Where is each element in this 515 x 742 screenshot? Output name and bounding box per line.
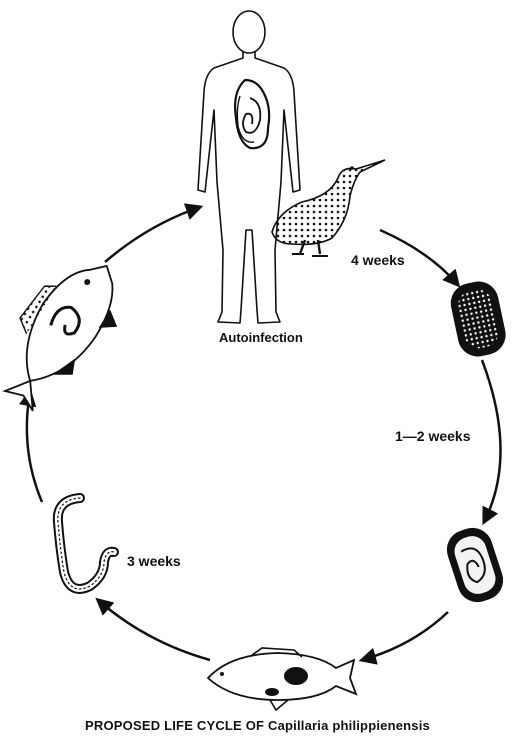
three-weeks-label: 3 weeks [127,553,181,569]
four-weeks-label: 4 weeks [351,252,405,268]
arrow-fish-to-larva [98,600,210,660]
human-figure-icon [198,11,300,323]
arrow-larva-to-infected-fish [27,392,42,502]
infected-fish-icon [0,242,141,425]
arrow-egg-to-fish [362,612,448,660]
fish-icon [208,648,356,710]
arrow-egg-to-embryonated-egg [482,360,501,522]
diagram-caption: PROPOSED LIFE CYCLE OF Capillaria philip… [0,718,515,733]
one-two-weeks-label: 1—2 weeks [395,428,471,444]
bird-icon [272,160,385,256]
arrow-fish-to-human [105,207,200,262]
embryonated-egg-icon [442,523,509,608]
larva-icon [58,498,114,589]
egg-icon [447,278,509,360]
autoinfection-label: Autoinfection [219,330,303,345]
